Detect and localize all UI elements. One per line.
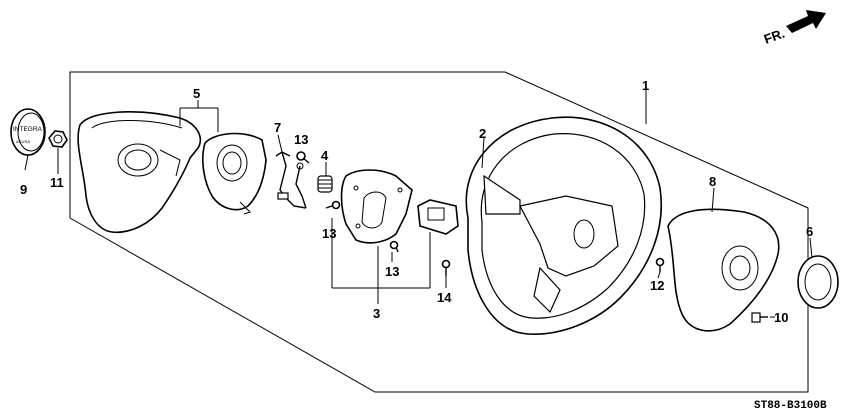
callout-13-lower: 13 [385, 264, 399, 279]
part-horn-pad-inner [202, 132, 267, 215]
callout-11: 11 [50, 175, 64, 190]
part-screw-12 [655, 257, 665, 272]
part-spring [317, 175, 333, 193]
front-direction-indicator: FR. [762, 10, 826, 47]
callout-9: 9 [20, 182, 27, 197]
callout-2: 2 [479, 126, 486, 141]
part-screw-14 [441, 259, 451, 276]
part-switch-module [417, 199, 459, 235]
part-cruise-switch-plate [340, 169, 413, 244]
callout-6: 6 [806, 224, 813, 239]
part-screw-left [325, 200, 341, 210]
part-cover-ring [797, 255, 839, 309]
callout-4: 4 [321, 148, 329, 163]
callout-13-left: 13 [322, 226, 336, 241]
callout-14: 14 [437, 290, 452, 305]
callout-7: 7 [274, 120, 281, 135]
callout-12: 12 [650, 278, 664, 293]
assembly-outline [69, 71, 809, 393]
diagram-code: ST88-B3100B [754, 400, 827, 412]
part-bolt [751, 312, 768, 323]
callout-labels: 1 2 3 4 5 6 7 8 9 10 11 12 13 13 13 14 [20, 78, 813, 325]
callout-1: 1 [642, 78, 649, 93]
callout-10: 10 [774, 310, 788, 325]
part-screw-lower [389, 240, 399, 253]
part-screw-upper [296, 151, 310, 164]
callout-8: 8 [709, 174, 716, 189]
part-rear-cover [667, 208, 780, 332]
part-steering-wheel [465, 116, 663, 335]
part-horn-pad-cover [77, 111, 202, 233]
front-arrow-icon [786, 10, 826, 33]
part-nut [48, 130, 68, 148]
front-direction-label: FR. [762, 26, 787, 47]
emblem-mark: ACURA [16, 139, 30, 144]
emblem-text: INTEGRA [13, 126, 43, 133]
callout-5: 5 [193, 86, 200, 101]
leader-lines [24, 90, 813, 318]
callout-3: 3 [373, 306, 380, 321]
part-emblem: INTEGRA ACURA [10, 108, 46, 156]
callout-13-top: 13 [294, 132, 308, 147]
